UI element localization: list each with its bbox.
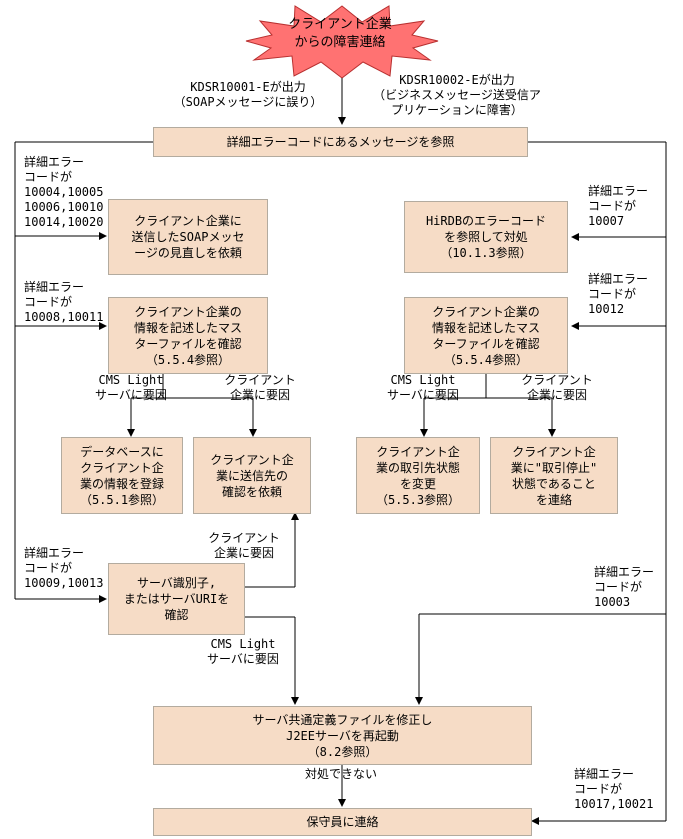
error-code-label-right-4: 詳細エラー コードが 10017,10021	[574, 767, 654, 811]
error-code-label-left-3: 詳細エラー コードが 10009,10013	[24, 546, 104, 590]
notify-trade-stopped-box: クライアント企 業に"取引停止" 状態であること を連絡	[490, 437, 618, 514]
request-destination-check-box: クライアント企 業に送信先の 確認を依頼	[193, 437, 311, 514]
fix-server-definition-box: サーバ共通定義ファイルを修正し J2EEサーバを再起動 （8.2参照）	[153, 706, 532, 765]
cause-label-cms-server: CMS Light サーバに要因	[207, 637, 279, 666]
cause-label-client-left: クライアント 企業に要因	[224, 373, 296, 402]
error-code-label-right-2: 詳細エラー コードが 10012	[588, 272, 649, 316]
branch-label-business-app-error: KDSR10002-Eが出力 （ビジネスメッセージ送受信ア プリケーションに障害…	[373, 73, 541, 117]
cannot-handle-label: 対処できない	[305, 767, 378, 781]
cause-label-cms-right: CMS Light サーバに要因	[387, 373, 459, 402]
master-file-check-box-left: クライアント企業の 情報を記述したマス ターファイルを確認 （5.5.4参照）	[108, 297, 268, 374]
branch-label-soap-error: KDSR10001-Eが出力 （SOAPメッセージに誤り）	[173, 80, 323, 109]
refer-detail-message-box: 詳細エラーコードにあるメッセージを参照	[153, 127, 528, 157]
review-soap-message-box: クライアント企業に 送信したSOAPメッセ ージの見直しを依頼	[108, 199, 268, 275]
hirdb-error-box: HiRDBのエラーコード を参照して対処 （10.1.3参照）	[404, 201, 568, 273]
error-code-label-left-1: 詳細エラー コードが 10004,10005 10006,10010 10014…	[24, 155, 104, 229]
error-code-label-right-1: 詳細エラー コードが 10007	[588, 184, 649, 228]
change-partner-state-box: クライアント企 業の取引先状態 を変更 （5.5.3参照）	[356, 437, 480, 514]
contact-maintenance-box: 保守員に連絡	[153, 808, 532, 836]
master-file-check-box-right: クライアント企業の 情報を記述したマス ターファイルを確認 （5.5.4参照）	[404, 297, 568, 374]
start-event-label: クライアント企業 からの障害連絡	[288, 17, 392, 50]
error-code-label-left-2: 詳細エラー コードが 10008,10011	[24, 280, 104, 324]
cause-label-cms-left: CMS Light サーバに要因	[95, 373, 167, 402]
check-server-id-box: サーバ識別子, またはサーバURIを 確認	[108, 563, 245, 635]
register-client-db-box: データベースに クライアント企 業の情報を登録 （5.5.1参照）	[61, 437, 183, 514]
error-code-label-right-3: 詳細エラー コードが 10003	[594, 565, 655, 609]
cause-label-client-server: クライアント 企業に要因	[208, 531, 280, 560]
cause-label-client-right: クライアント 企業に要因	[521, 373, 593, 402]
